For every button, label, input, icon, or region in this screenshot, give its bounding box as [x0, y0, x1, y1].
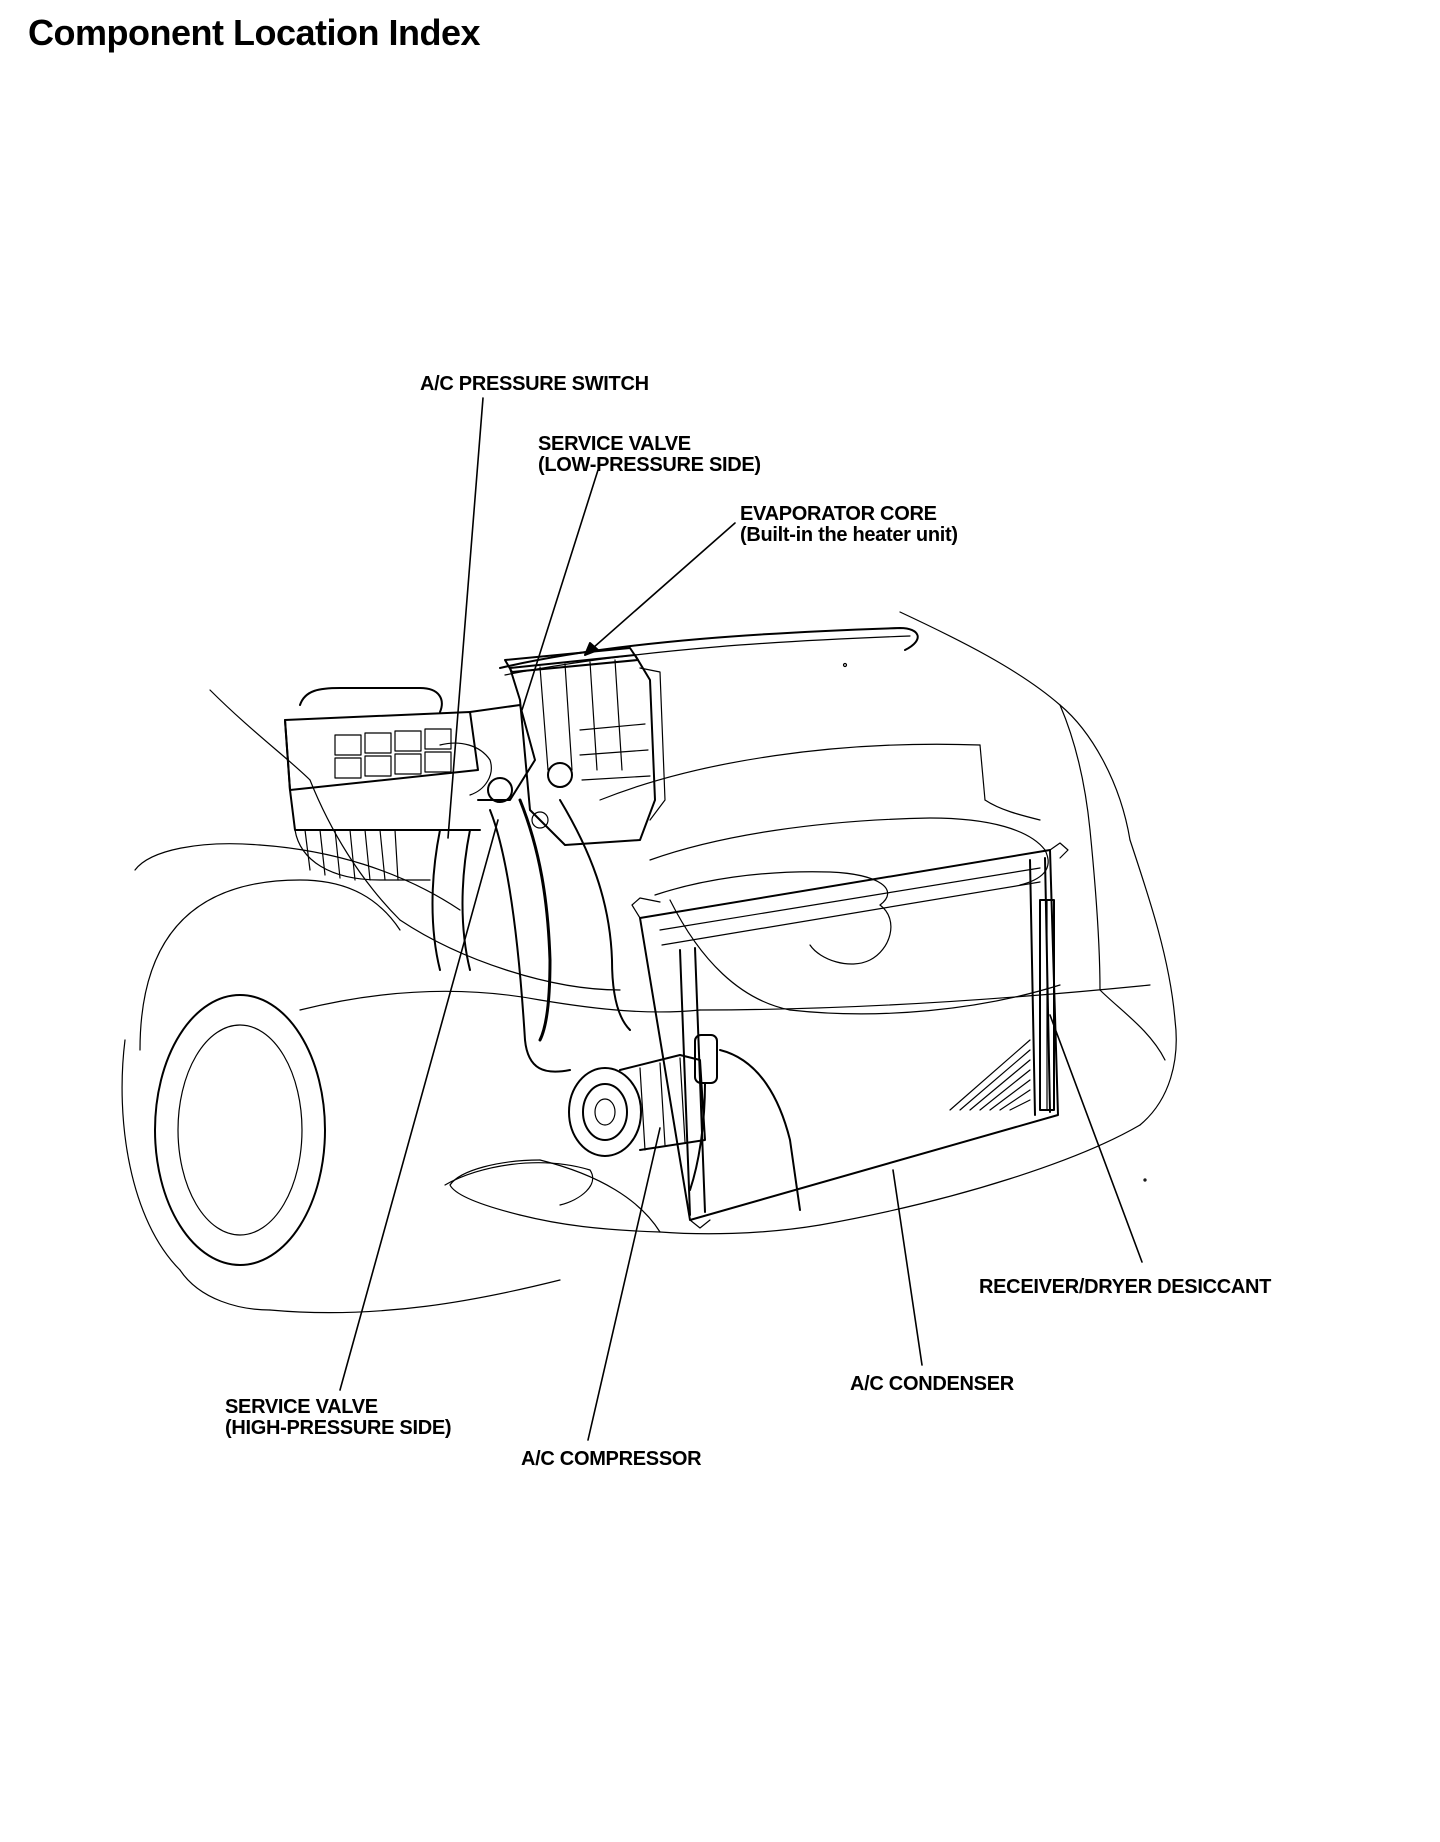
callout-line: A/C COMPRESSOR	[521, 1448, 702, 1470]
callout-line: (Built-in the heater unit)	[740, 524, 958, 546]
callout-line: SERVICE VALVE	[538, 433, 691, 455]
compressor	[568, 1034, 801, 1211]
callout-evaporator-core: EVAPORATOR CORE (Built-in the heater uni…	[740, 504, 958, 546]
page-title: Component Location Index	[28, 12, 481, 53]
callout-ac-condenser: A/C CONDENSER	[850, 1374, 1014, 1395]
callout-ac-compressor: A/C COMPRESSOR	[521, 1448, 702, 1470]
callout-ac-pressure-switch: A/C PRESSURE SWITCH	[420, 374, 649, 395]
callout-line: A/C CONDENSER	[850, 1373, 1014, 1395]
condenser	[631, 842, 1069, 1229]
heater-unit	[284, 647, 666, 1073]
vehicle-body-outline	[121, 611, 1177, 1314]
callout-service-valve-low: SERVICE VALVE (LOW-PRESSURE SIDE)	[538, 434, 761, 476]
callout-line: RECEIVER/DRYER DESICCANT	[979, 1276, 1272, 1298]
callout-line: EVAPORATOR CORE	[740, 503, 937, 525]
callout-service-valve-high: SERVICE VALVE (HIGH-PRESSURE SIDE)	[225, 1396, 452, 1439]
callout-line: SERVICE VALVE	[225, 1396, 378, 1418]
callout-line: (HIGH-PRESSURE SIDE)	[225, 1417, 452, 1439]
callout-receiver-dryer: RECEIVER/DRYER DESICCANT	[979, 1277, 1271, 1298]
callout-leaders	[339, 397, 1143, 1441]
callout-line: A/C PRESSURE SWITCH	[420, 373, 649, 395]
callout-line: (LOW-PRESSURE SIDE)	[538, 454, 761, 476]
